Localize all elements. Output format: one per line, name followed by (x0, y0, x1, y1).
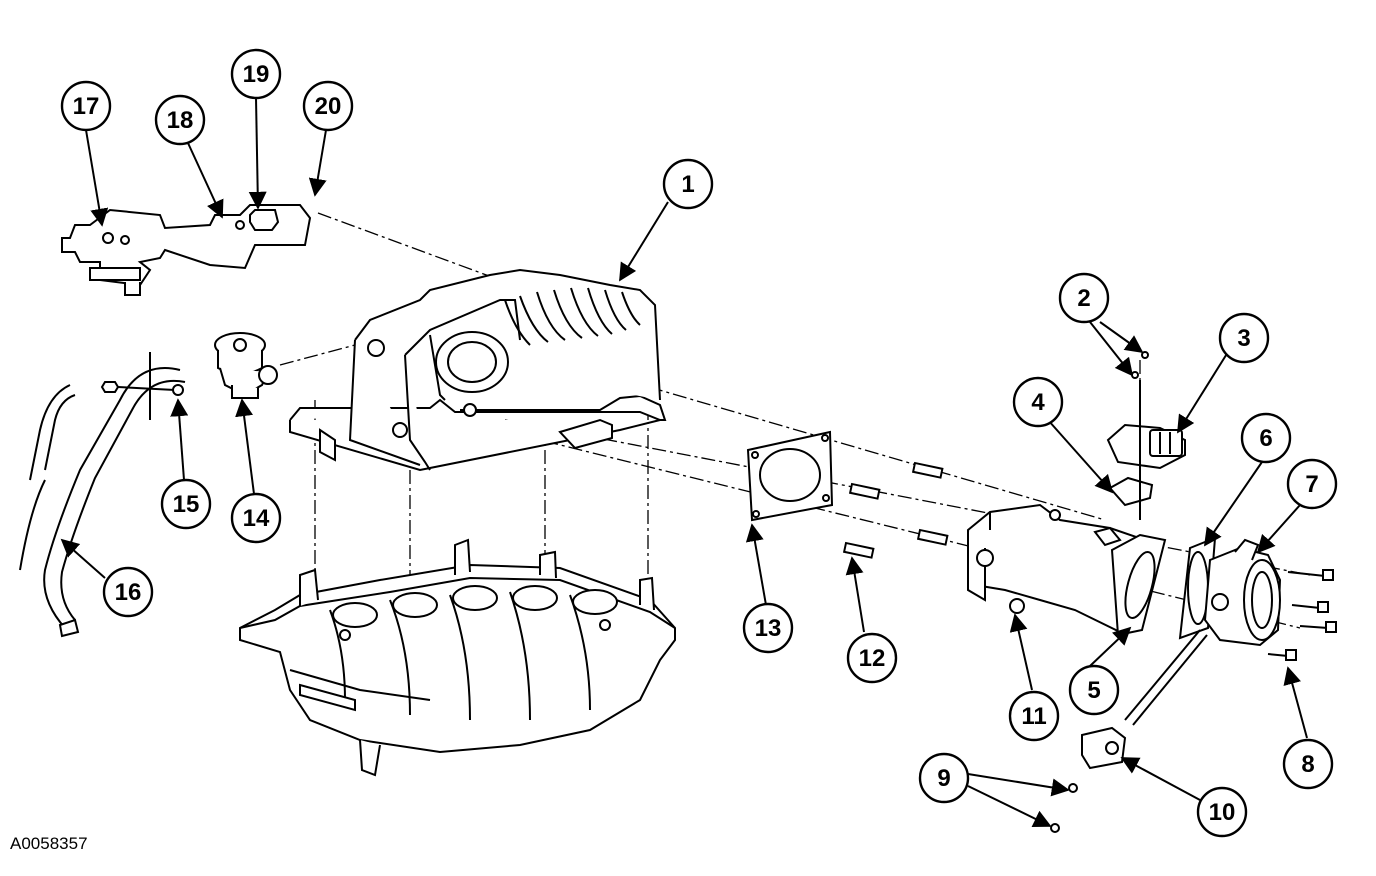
svg-text:6: 6 (1259, 425, 1272, 452)
callout-18: 18 (154, 94, 206, 146)
callout-4: 4 (1012, 376, 1064, 428)
bracket-assembly (61, 204, 312, 296)
callout-19: 19 (230, 48, 282, 100)
callout-15: 15 (160, 478, 212, 530)
callout-5: 5 (1068, 664, 1120, 716)
callout-7: 7 (1286, 458, 1338, 510)
lower-intake-manifold (239, 538, 676, 777)
callout-6: 6 (1240, 412, 1292, 464)
svg-text:15: 15 (173, 491, 200, 518)
svg-text:8: 8 (1301, 751, 1314, 778)
svg-text:1: 1 (681, 171, 694, 198)
callout-9: 9 (918, 752, 970, 804)
callout-16: 16 (102, 566, 154, 618)
callout-20: 20 (302, 80, 354, 132)
callout-13: 13 (742, 602, 794, 654)
callout-8: 8 (1282, 738, 1334, 790)
throttle-body-adapter (966, 503, 1167, 637)
svg-text:10: 10 (1209, 799, 1236, 826)
svg-text:2: 2 (1077, 285, 1090, 312)
figure-id: A0058357 (10, 834, 88, 853)
callouts: 17 18 19 20 1 2 3 4 6 7 15 14 16 13 12 1… (60, 48, 1338, 838)
svg-text:7: 7 (1305, 471, 1318, 498)
callout-2: 2 (1058, 272, 1110, 324)
bolts-8 (1267, 569, 1337, 661)
callout-1: 1 (662, 158, 714, 210)
gasket-13 (746, 430, 834, 522)
svg-text:3: 3 (1237, 325, 1250, 352)
callout-11: 11 (1008, 690, 1060, 742)
callout-14: 14 (230, 492, 282, 544)
sensor-10 (1050, 629, 1208, 833)
supercharger-upper-intake (289, 268, 667, 472)
svg-text:12: 12 (859, 645, 886, 672)
throttle-body (1203, 538, 1282, 647)
svg-text:13: 13 (755, 615, 782, 642)
callout-10: 10 (1196, 786, 1248, 838)
callout-17: 17 (60, 80, 112, 132)
leader-lines (60, 97, 1308, 827)
egr-tube (19, 352, 186, 638)
bolt-15 (100, 381, 184, 396)
svg-text:4: 4 (1031, 389, 1045, 416)
svg-text:5: 5 (1087, 677, 1100, 704)
svg-text:11: 11 (1021, 703, 1046, 730)
studs-12 (842, 461, 949, 559)
svg-text:14: 14 (243, 505, 270, 532)
svg-text:18: 18 (167, 107, 194, 134)
egr-valve (214, 332, 278, 399)
svg-text:19: 19 (243, 61, 270, 88)
svg-text:17: 17 (73, 93, 100, 120)
svg-text:16: 16 (115, 579, 142, 606)
svg-text:20: 20 (315, 93, 342, 120)
callout-3: 3 (1218, 312, 1270, 364)
callout-12: 12 (846, 632, 898, 684)
sensor-bracket (1106, 351, 1186, 520)
svg-text:9: 9 (937, 765, 950, 792)
